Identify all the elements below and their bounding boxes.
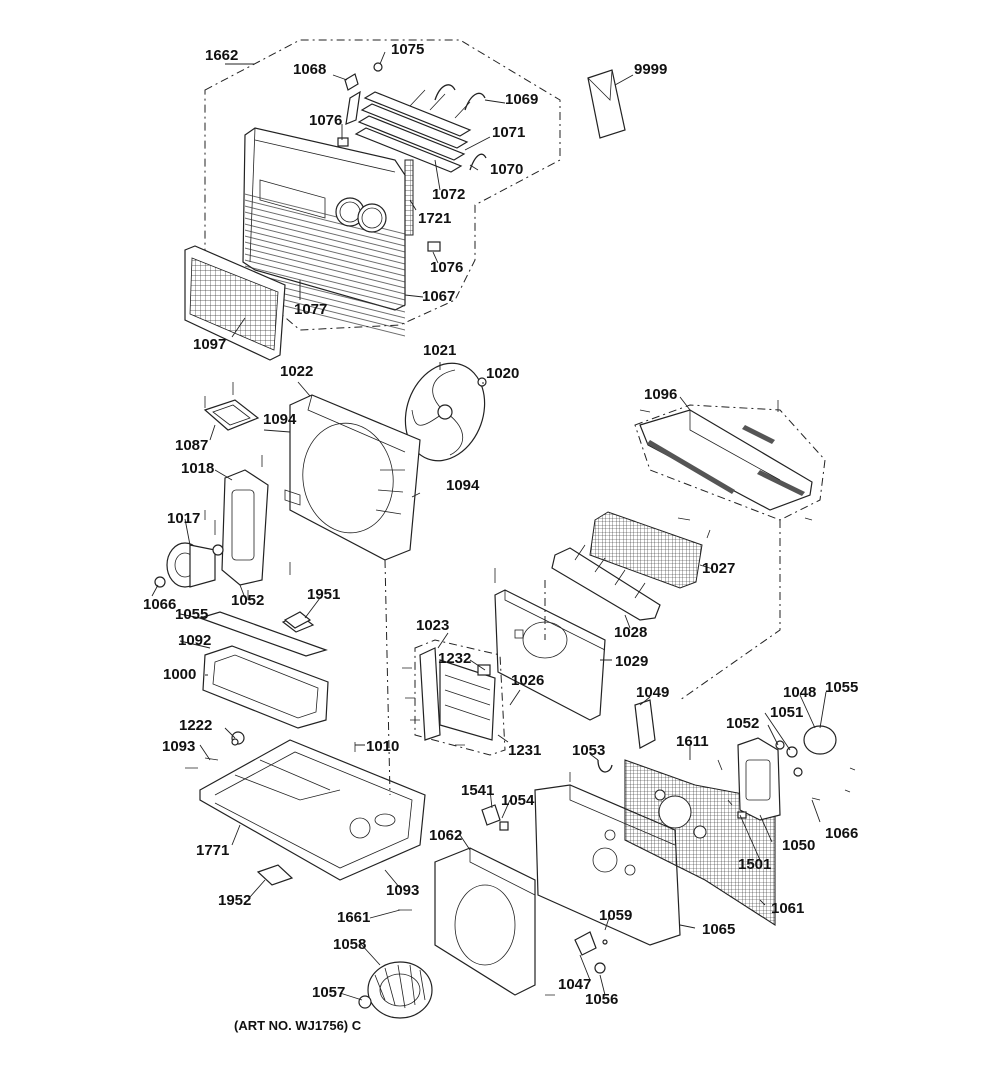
leader-lines	[151, 51, 827, 1001]
label-9999: 9999	[634, 61, 668, 78]
front-cover-boundary	[204, 39, 561, 331]
label-1055-right: 1055	[825, 679, 859, 696]
label-1501: 1501	[738, 856, 772, 873]
blower-wheel-1058	[358, 961, 433, 1019]
label-1077: 1077	[294, 301, 328, 318]
side-strip-1721	[404, 159, 414, 236]
label-1231: 1231	[508, 742, 542, 759]
label-1000: 1000	[163, 666, 197, 683]
label-1050: 1050	[782, 837, 816, 854]
label-1661: 1661	[337, 909, 371, 926]
fan-motor-1017	[154, 542, 224, 588]
owners-manual-9999	[587, 69, 626, 139]
label-1053: 1053	[572, 742, 606, 759]
label-1662: 1662	[205, 47, 239, 64]
label-1059: 1059	[599, 907, 633, 924]
label-1023: 1023	[416, 617, 450, 634]
label-1051: 1051	[770, 704, 804, 721]
label-1070: 1070	[490, 161, 524, 178]
label-1087: 1087	[175, 437, 209, 454]
label-1026: 1026	[511, 672, 545, 689]
label-1061: 1061	[771, 900, 805, 917]
label-1058: 1058	[333, 936, 367, 953]
front-cover-1067	[242, 127, 406, 339]
label-1093-upper: 1093	[162, 738, 196, 755]
label-1022: 1022	[280, 363, 314, 380]
label-1057: 1057	[312, 984, 346, 1001]
small-parts	[231, 611, 747, 974]
label-1072: 1072	[432, 186, 466, 203]
label-1071: 1071	[492, 124, 526, 141]
alignment-lines	[384, 520, 781, 796]
label-1096: 1096	[644, 386, 678, 403]
label-1021: 1021	[423, 342, 457, 359]
insulation-1061	[624, 759, 776, 927]
label-1541: 1541	[461, 782, 495, 799]
label-1052-left: 1052	[231, 592, 265, 609]
label-1049: 1049	[636, 684, 670, 701]
label-1076-lower: 1076	[430, 259, 464, 276]
screws	[185, 382, 856, 996]
damper-motor-1048	[775, 725, 837, 777]
label-1020: 1020	[486, 365, 520, 382]
label-1222: 1222	[179, 717, 213, 734]
label-1066-left: 1066	[143, 596, 177, 613]
label-1075: 1075	[391, 41, 425, 58]
label-1067: 1067	[422, 288, 456, 305]
label-1951: 1951	[307, 586, 341, 603]
label-1052-right: 1052	[726, 715, 760, 732]
shroud-1022	[284, 394, 421, 561]
label-1027: 1027	[702, 560, 736, 577]
label-1054: 1054	[501, 792, 535, 809]
bracket-1028	[551, 544, 661, 621]
air-filter-1097	[184, 245, 286, 361]
label-1721: 1721	[418, 210, 452, 227]
label-1048: 1048	[783, 684, 817, 701]
label-1092: 1092	[178, 632, 212, 649]
label-1062: 1062	[429, 827, 463, 844]
label-1771: 1771	[196, 842, 230, 859]
label-1029: 1029	[615, 653, 649, 670]
label-1010: 1010	[366, 738, 400, 755]
label-1611: 1611	[676, 733, 709, 750]
art-number-caption: (ART NO. WJ1756) C	[234, 1018, 362, 1033]
label-1047: 1047	[558, 976, 592, 993]
label-1017: 1017	[167, 510, 201, 527]
damper-motor-bracket-1050	[737, 737, 781, 821]
fan-blade-1021	[404, 362, 487, 462]
heater-assembly-1000	[198, 611, 329, 729]
label-1068: 1068	[293, 61, 327, 78]
control-module-1023	[414, 639, 506, 756]
label-1028: 1028	[614, 624, 648, 641]
blower-housing-1062	[434, 847, 536, 996]
label-1076-upper: 1076	[309, 112, 343, 129]
partition-1029	[494, 589, 606, 721]
louver-clips	[337, 62, 487, 252]
label-1952: 1952	[218, 892, 252, 909]
label-1069: 1069	[505, 91, 539, 108]
label-1097: 1097	[193, 336, 227, 353]
motor-bracket-1018	[203, 399, 269, 586]
label-1093-lower: 1093	[386, 882, 420, 899]
label-1055-left: 1055	[175, 606, 209, 623]
mesh-panel-1027	[589, 511, 703, 589]
label-1056: 1056	[585, 991, 619, 1008]
top-cover-1096	[634, 404, 826, 521]
label-1018: 1018	[181, 460, 215, 477]
label-1065: 1065	[702, 921, 736, 938]
label-1094-upper: 1094	[263, 411, 297, 428]
label-1232: 1232	[438, 650, 472, 667]
label-1094-lower: 1094	[446, 477, 480, 494]
base-pan-1771	[199, 731, 426, 886]
label-1066-right: 1066	[825, 825, 859, 842]
